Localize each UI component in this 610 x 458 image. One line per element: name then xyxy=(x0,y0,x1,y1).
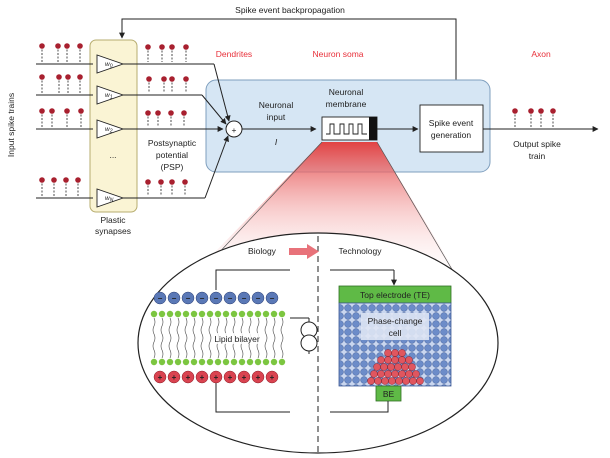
synapse-ellipsis: ... xyxy=(109,150,116,160)
biology-to-technology-arrow xyxy=(289,244,319,259)
input-trains-label: Input spike trains xyxy=(6,93,16,157)
pcm-label-1: Phase-change xyxy=(368,316,423,326)
input-lines xyxy=(36,63,93,199)
pcm-label-2: cell xyxy=(389,328,402,338)
plastic-label-2: synapses xyxy=(95,226,131,236)
top-electrode-label: Top electrode (TE) xyxy=(360,290,430,300)
membrane-label-2: membrane xyxy=(326,99,367,109)
svg-text:+: + xyxy=(200,373,205,382)
input-spike-row xyxy=(39,74,83,93)
svg-text:wN: wN xyxy=(105,195,114,204)
psp-spikes xyxy=(145,44,189,196)
svg-text:−: − xyxy=(256,294,261,303)
spike-gen-label-2: generation xyxy=(431,130,471,140)
synapse-amplifiers: w0 w1 w2 ... wN xyxy=(96,54,125,208)
negative-ions: − − − − − − − − − xyxy=(153,291,279,305)
bio-top-wire xyxy=(215,269,290,290)
psp-spike-row xyxy=(145,44,189,62)
svg-text:−: − xyxy=(214,294,219,303)
psp-spike-row xyxy=(146,76,189,93)
input-spike-row xyxy=(39,43,83,62)
psp-label-1: Postsynaptic xyxy=(148,138,197,148)
output-label-1: Output spike xyxy=(513,139,561,149)
sum-symbol: + xyxy=(232,125,237,135)
svg-text:−: − xyxy=(186,294,191,303)
membrane-label-1: Neuronal xyxy=(329,87,364,97)
lipid-heads-bottom xyxy=(150,358,286,366)
svg-text:−: − xyxy=(200,294,205,303)
input-spikes xyxy=(39,43,84,196)
synapse-w1: w1 xyxy=(96,85,125,105)
svg-text:−: − xyxy=(242,294,247,303)
positive-ions: + + + + + + + + + xyxy=(153,370,279,384)
psp-spike-row xyxy=(145,179,188,196)
neuronal-input-label-1: Neuronal xyxy=(259,100,294,110)
svg-text:−: − xyxy=(228,294,233,303)
biology-label: Biology xyxy=(248,246,277,256)
synapse-w2: w2 xyxy=(96,119,125,139)
bio-bottom-wire xyxy=(215,383,290,413)
svg-text:+: + xyxy=(242,373,247,382)
psp-label-2: potential xyxy=(156,150,188,160)
spike-gen-label-1: Spike event xyxy=(429,118,474,128)
dendrites-label: Dendrites xyxy=(216,49,252,59)
plastic-label-1: Plastic xyxy=(100,215,126,225)
svg-text:w2: w2 xyxy=(105,126,113,135)
synapse-output-lines xyxy=(123,63,231,199)
lipid-bilayer: − − − − − − − − − xyxy=(150,269,290,413)
lipid-heads-top xyxy=(150,310,286,318)
soma-label: Neuron soma xyxy=(312,49,363,59)
synapse-w0: w0 xyxy=(96,54,125,74)
svg-text:+: + xyxy=(228,373,233,382)
input-symbol: I xyxy=(275,137,278,147)
tech-bottom-wire xyxy=(330,401,389,413)
summation-node: + xyxy=(225,120,243,138)
svg-text:−: − xyxy=(172,294,177,303)
svg-text:w1: w1 xyxy=(105,92,113,101)
input-spike-row xyxy=(39,177,81,196)
equivalence-symbol xyxy=(290,317,318,354)
svg-text:+: + xyxy=(214,373,219,382)
lipid-label: Lipid bilayer xyxy=(214,334,260,344)
spike-generation-box xyxy=(419,104,484,153)
backprop-label: Spike event backpropagation xyxy=(235,5,345,15)
svg-text:+: + xyxy=(172,373,177,382)
input-spike-row xyxy=(39,108,84,127)
synapse-wn: wN xyxy=(96,188,125,208)
phase-change-device: Top electrode (TE) Phase-change cell BE xyxy=(330,269,452,413)
technology-label: Technology xyxy=(338,246,382,256)
svg-text:+: + xyxy=(256,373,261,382)
svg-text:+: + xyxy=(158,373,163,382)
svg-text:−: − xyxy=(158,294,163,303)
svg-text:+: + xyxy=(186,373,191,382)
psp-spike-row xyxy=(145,110,187,127)
output-spikes xyxy=(512,108,556,127)
axon-label: Axon xyxy=(531,49,551,59)
lipid-tails xyxy=(152,317,284,359)
amorphous-region xyxy=(367,349,424,385)
neuronal-input-label-2: input xyxy=(267,112,286,122)
membrane-waveform xyxy=(321,116,378,141)
bottom-electrode-label: BE xyxy=(383,389,395,399)
backpropagation-path: Spike event backpropagation xyxy=(119,5,457,104)
svg-text:w0: w0 xyxy=(105,61,113,70)
svg-text:+: + xyxy=(270,373,275,382)
output-label-2: train xyxy=(529,151,546,161)
svg-text:−: − xyxy=(270,294,275,303)
psp-label-3: (PSP) xyxy=(161,162,184,172)
